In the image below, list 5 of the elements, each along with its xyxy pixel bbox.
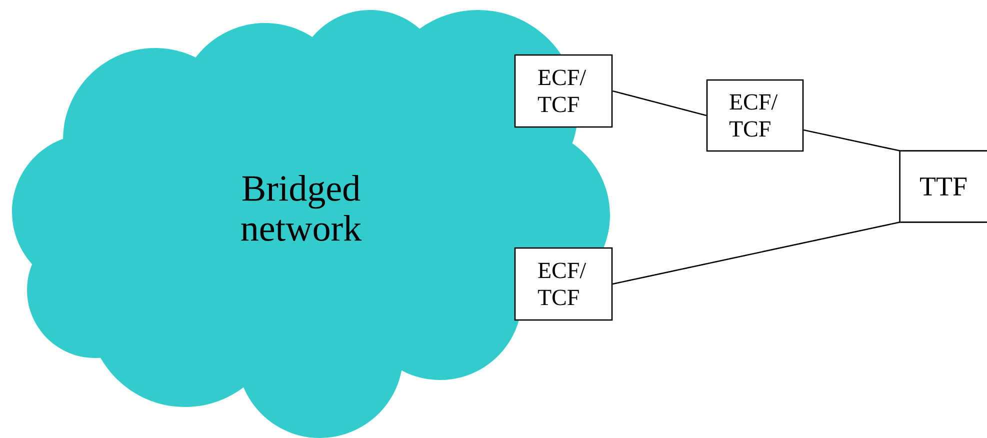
connector-line (612, 222, 900, 285)
connector-line (804, 129, 900, 152)
function-box: ECF/ TCF (706, 79, 804, 152)
connector-line (612, 90, 707, 116)
function-box: TTF (899, 150, 987, 223)
